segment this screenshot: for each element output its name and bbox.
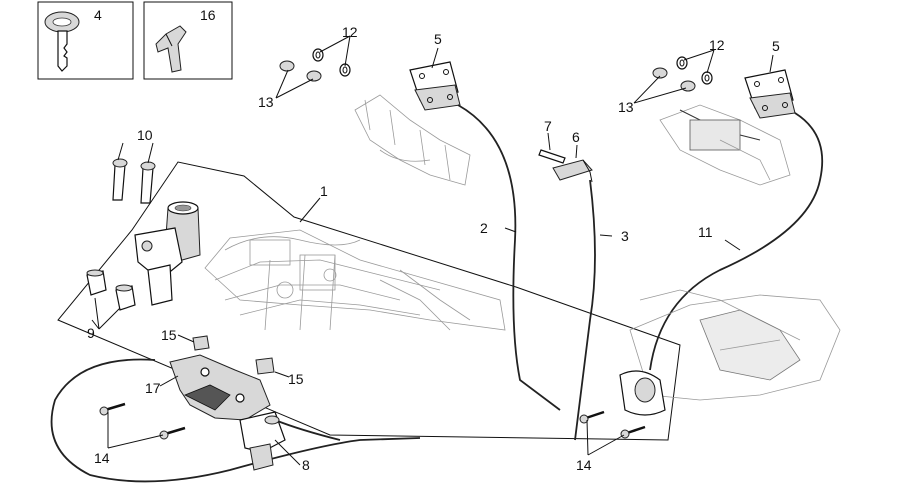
clip-15-a — [192, 335, 210, 351]
seat-hook-assembly — [619, 289, 841, 416]
seat-latch-17 — [169, 354, 271, 421]
screw-14-right-a — [579, 410, 605, 424]
callout-3: 3 — [621, 228, 629, 244]
callout-1: 1 — [320, 183, 328, 199]
screw-13-left-b — [306, 70, 322, 82]
bushing-9-a — [86, 269, 107, 296]
latch-5-right — [744, 69, 796, 119]
bushing-9-b — [115, 284, 136, 311]
latch-5-left — [409, 61, 461, 111]
left-bracket-ghost — [354, 94, 471, 186]
tool-icon — [155, 25, 187, 73]
callout-7: 7 — [544, 118, 552, 134]
callout-6: 6 — [572, 129, 580, 145]
callout-17: 17 — [145, 380, 161, 396]
cable-11 — [649, 112, 824, 371]
callout-16: 16 — [200, 7, 216, 23]
screw-13-right-a — [652, 67, 668, 79]
right-bracket-ghost — [659, 104, 791, 186]
screw-14-left-b — [159, 426, 186, 440]
callout-8: 8 — [302, 457, 310, 473]
callout-12-right: 12 — [709, 37, 725, 53]
pin-10-a — [112, 158, 128, 201]
screw-13-left-a — [279, 60, 295, 72]
screw-14-right-b — [620, 425, 646, 439]
callout-13-right: 13 — [618, 99, 634, 115]
cable-17-loop — [50, 358, 421, 483]
clip-6 — [552, 159, 593, 183]
screw-13-right-b — [680, 80, 696, 92]
clip-15-b — [255, 357, 275, 375]
callout-14-right: 14 — [576, 457, 592, 473]
pin-7 — [538, 149, 566, 164]
callout-4: 4 — [94, 7, 102, 23]
callout-10: 10 — [137, 127, 153, 143]
callout-9: 9 — [87, 325, 95, 341]
callout-14-left: 14 — [94, 450, 110, 466]
leader-lines — [91, 35, 774, 466]
cable-2 — [457, 104, 561, 411]
actuator-8 — [239, 411, 286, 471]
lock-cylinder — [134, 201, 201, 306]
callout-12-left: 12 — [342, 24, 358, 40]
callout-5-left: 5 — [434, 31, 442, 47]
washer-12-right-a — [676, 56, 688, 70]
screw-14-left-a — [99, 402, 126, 416]
callout-2: 2 — [480, 220, 488, 236]
callout-15-right: 15 — [288, 371, 304, 387]
callout-11: 11 — [698, 224, 713, 240]
frame-ghost-sketch — [204, 229, 506, 331]
callout-13-left: 13 — [258, 94, 274, 110]
cable-17-link — [274, 419, 341, 441]
washer-12-right-b — [701, 71, 713, 85]
callout-15-left: 15 — [161, 327, 177, 343]
key-icon — [44, 11, 80, 72]
cable-3 — [574, 179, 596, 441]
callout-5-right: 5 — [772, 38, 780, 54]
tool-inset-box — [143, 1, 233, 80]
pin-10-b — [140, 161, 156, 204]
